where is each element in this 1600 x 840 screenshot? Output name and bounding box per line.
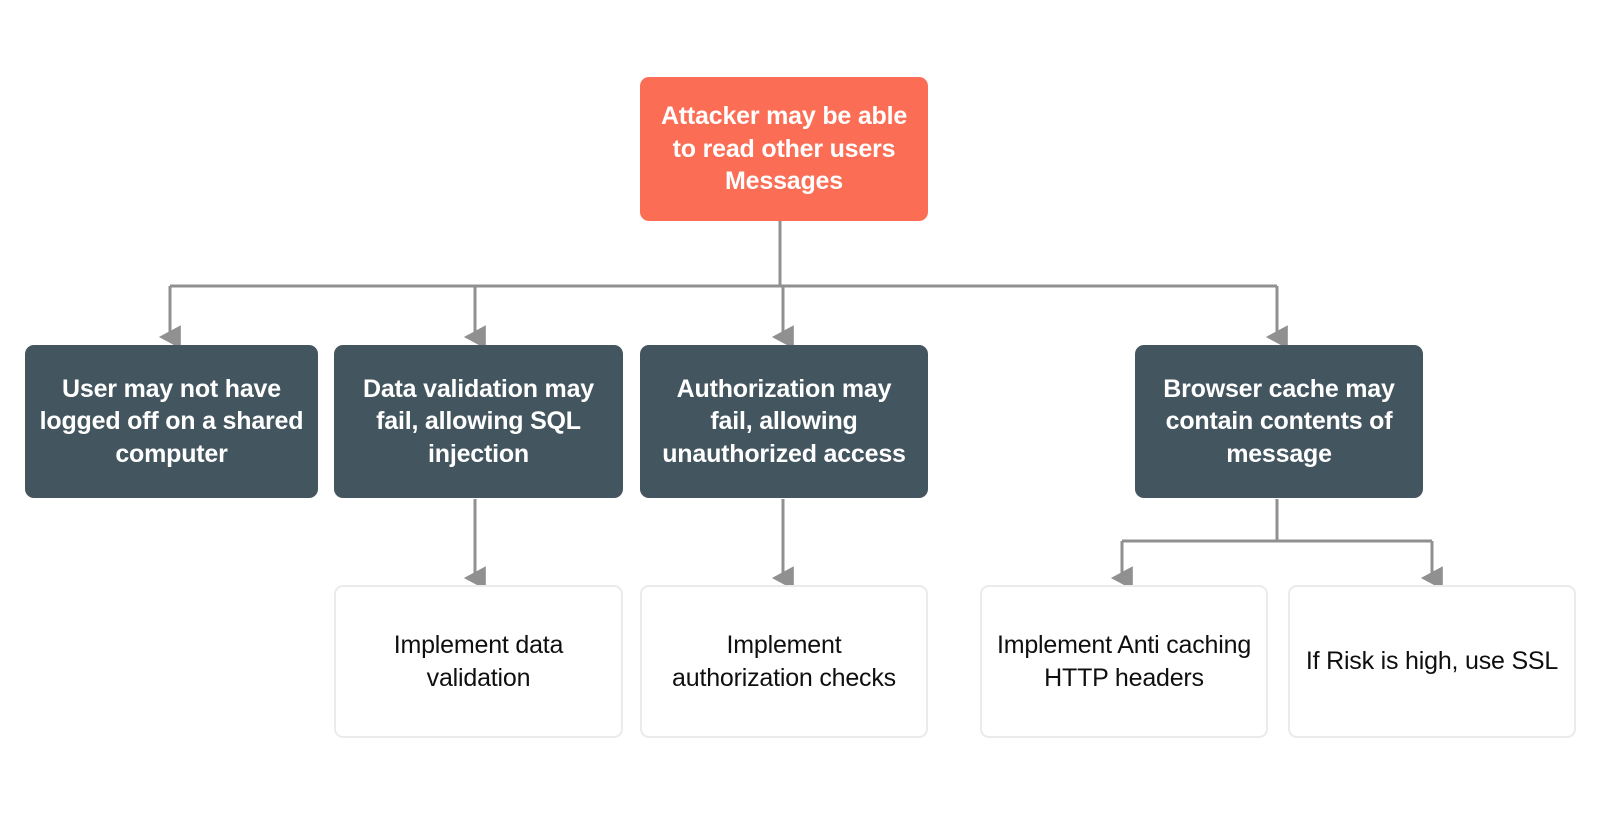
node-data-validation-failure[interactable]: Data validation may fail, allowing SQL i… bbox=[334, 345, 623, 498]
node-attacker-read-messages[interactable]: Attacker may be able to read other users… bbox=[640, 77, 928, 221]
node-authorization-failure[interactable]: Authorization may fail, allowing unautho… bbox=[640, 345, 928, 498]
node-implement-anti-caching-headers[interactable]: Implement Anti caching HTTP headers bbox=[980, 585, 1268, 738]
node-implement-authorization-checks[interactable]: Implement authorization checks bbox=[640, 585, 928, 738]
node-browser-cache-contents[interactable]: Browser cache may contain contents of me… bbox=[1135, 345, 1423, 498]
node-implement-data-validation[interactable]: Implement data validation bbox=[334, 585, 623, 738]
node-use-ssl-if-high-risk[interactable]: If Risk is high, use SSL bbox=[1288, 585, 1576, 738]
node-user-not-logged-off[interactable]: User may not have logged off on a shared… bbox=[25, 345, 318, 498]
